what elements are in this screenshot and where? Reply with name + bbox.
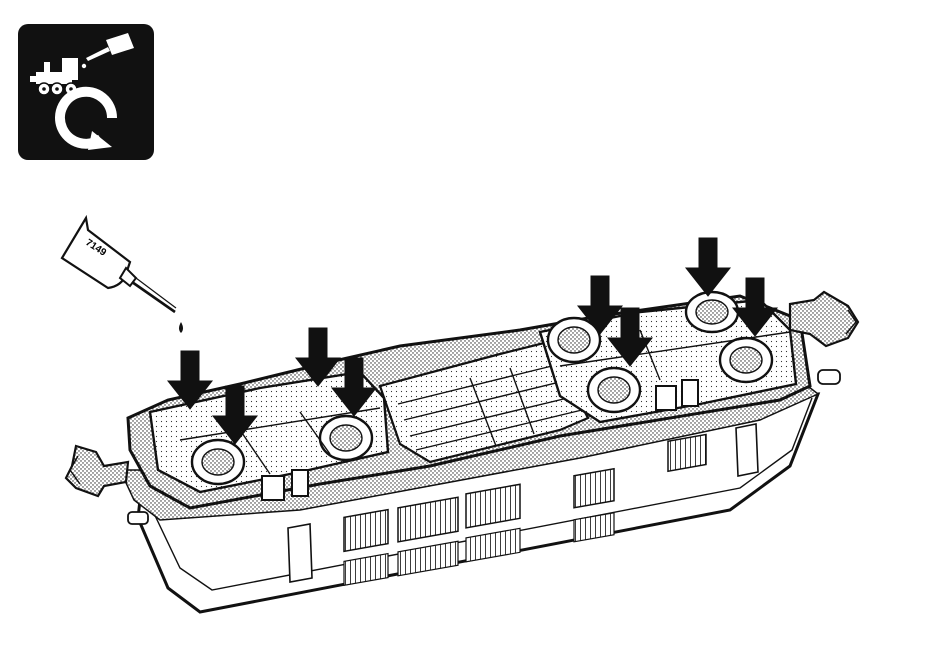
oil-bottle: 7149 (62, 218, 183, 333)
coupler-left (66, 446, 128, 496)
buffer-right (818, 370, 840, 384)
oiling-arrow-7 (686, 238, 730, 296)
gear-housing-left (262, 476, 284, 500)
cab-door-left (288, 524, 312, 582)
cab-door-right (736, 424, 758, 476)
gear-housing-right (656, 386, 676, 410)
buffer-left (128, 512, 148, 524)
lubrication-maintenance-icon (18, 24, 154, 160)
